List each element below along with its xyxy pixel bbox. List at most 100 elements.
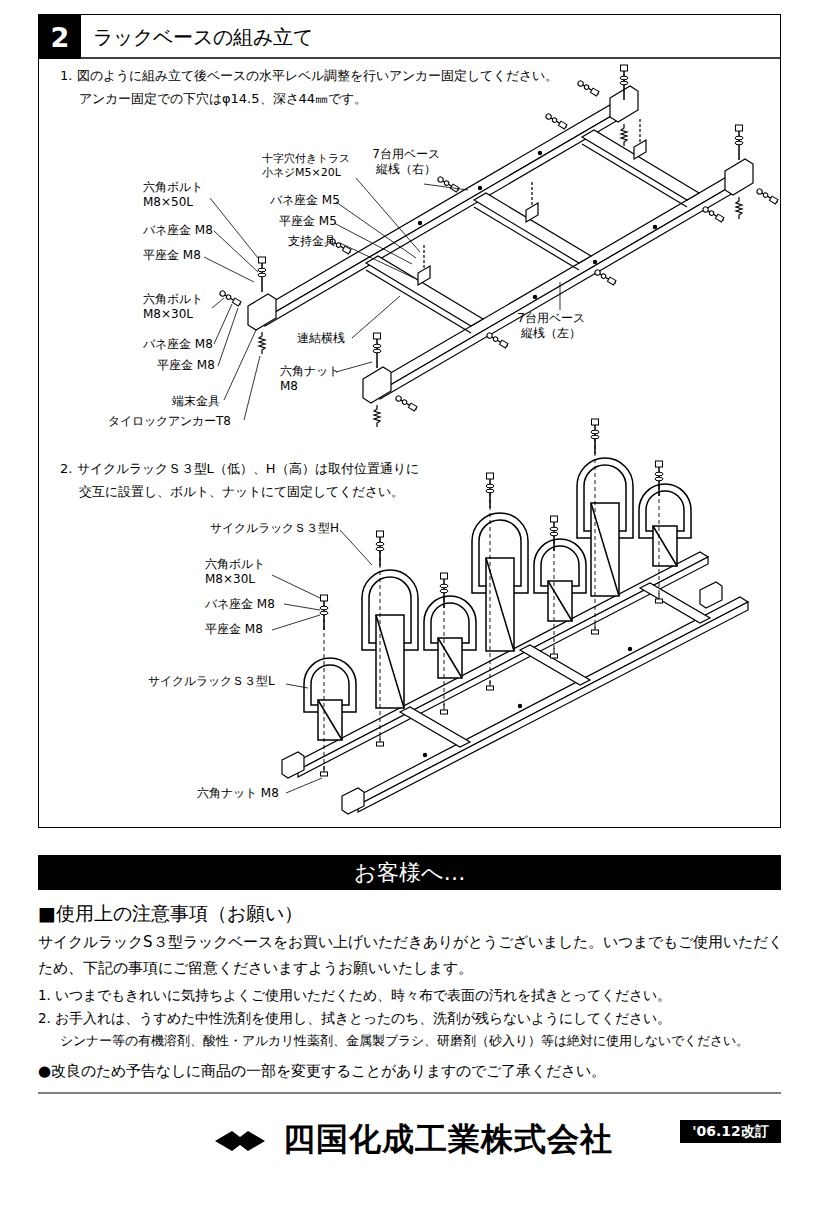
drawing-part	[486, 332, 509, 349]
part-label: 六角ナット M8	[197, 786, 279, 801]
drawing-part	[395, 395, 418, 412]
drawing-part	[560, 282, 561, 310]
drawing-part	[370, 175, 740, 391]
part-label: 六角ボルト M8×50L	[143, 180, 208, 210]
notice-text: ●改良のため予告なしに商品の一部を変更することがありますのでご了承ください。	[38, 1062, 606, 1081]
part-label: 7台用ベース 縦桟（右）	[370, 147, 442, 177]
drawing-part	[592, 624, 599, 634]
part-label: バネ座金 M8	[205, 597, 275, 612]
drawing-part	[204, 257, 254, 282]
drawing-part	[440, 573, 448, 608]
part-label: バネ座金 M8	[143, 223, 213, 238]
drawing-part	[438, 638, 462, 678]
drawing-part	[486, 473, 494, 508]
drawing-part	[595, 438, 596, 628]
cycle-racks	[304, 458, 691, 740]
footer-rule	[38, 1092, 781, 1093]
part-label: 十字穴付きトラス 小ネジM5×20L	[262, 152, 354, 180]
drawing-part	[702, 206, 725, 223]
part-label: 六角ボルト M8×30L	[205, 557, 270, 587]
drawing-part	[700, 582, 722, 608]
notes-paragraph: サイクルラックS３型ラックベースをお買い上げいただきありがとうございました。いつ…	[38, 929, 783, 981]
drawing-part	[265, 108, 625, 326]
drawing-part	[518, 704, 521, 707]
drawing-part	[380, 550, 381, 740]
drawing-part	[214, 231, 258, 272]
part-label: 支持金具	[288, 234, 336, 249]
drawing-part	[356, 178, 420, 252]
note-item: シンナー等の有機溶剤、酸性・アルカリ性薬剤、金属製ブラシ、研磨剤（砂入り）等は絶…	[60, 1033, 749, 1049]
part-label: 平座金 M8	[143, 248, 201, 263]
drawing-part	[210, 198, 258, 258]
drawing-part	[318, 700, 342, 740]
step-text: 1. 図のように組み立て後ベースの水平レベル調整を行いアンカー固定してください。	[60, 68, 558, 84]
drawing-part	[725, 159, 753, 195]
drawing-part	[756, 188, 779, 205]
drawing-part	[400, 707, 470, 747]
revision-badge-text: '06.12改訂	[692, 1123, 769, 1141]
drawing-part	[218, 308, 238, 366]
leader-lines-fig2	[272, 530, 372, 793]
drawing-part	[538, 151, 541, 154]
part-label: 六角ナット M8	[280, 364, 345, 394]
drawing-part	[334, 223, 412, 264]
note-item: 2. お手入れは、うすめた中性洗剤を使用し、拭きとったのち、洗剤が残らないように…	[38, 1010, 671, 1027]
drawing-part	[258, 257, 266, 292]
drawing-part	[634, 140, 646, 159]
drawing-part	[272, 575, 320, 598]
drawing-part	[424, 184, 468, 190]
drawing-part	[620, 65, 628, 100]
drawing-part	[272, 615, 320, 630]
drawing-part	[224, 330, 256, 400]
drawing-part	[545, 113, 568, 130]
drawing-part	[418, 221, 421, 224]
drawing-part	[628, 647, 631, 650]
drawing-part	[487, 680, 494, 690]
drawing-part	[318, 700, 342, 740]
part-label: 六角ボルト M8×30L	[143, 292, 208, 322]
drawing-part	[548, 581, 572, 621]
drawing-part	[646, 491, 684, 531]
drawing-part	[735, 125, 743, 160]
drawing-part	[550, 516, 558, 551]
drawing-part	[418, 266, 430, 285]
drawing-part	[214, 304, 232, 344]
note-item: 1. いつまでもきれいに気持ちよくご使用いただくため、時々布で表面の汚れを拭きと…	[38, 987, 671, 1004]
drawing-part	[423, 245, 424, 268]
drawing-part	[577, 80, 600, 97]
part-label: バネ座金 M8	[143, 337, 213, 352]
fasteners-fig1	[219, 65, 779, 427]
drawing-part	[248, 294, 276, 330]
drawing-part	[363, 367, 391, 403]
part-label: 連結横桟	[297, 331, 345, 346]
drawing-part	[340, 530, 372, 565]
base-figure	[248, 86, 753, 403]
company-mark	[215, 1131, 265, 1151]
drawing-part	[244, 356, 260, 420]
drawing-part	[591, 419, 599, 454]
drawing-part	[374, 405, 380, 427]
drawing-part	[551, 648, 558, 658]
drawing-part	[324, 612, 325, 770]
drawing-part	[438, 638, 462, 678]
drawing-part	[541, 546, 579, 586]
part-label: サイクルラックＳ３型H	[210, 521, 339, 536]
drawing-part	[639, 119, 640, 142]
drawing-part	[653, 225, 656, 228]
drawing-part	[259, 332, 265, 354]
revision-badge: '06.12改訂	[680, 1120, 781, 1143]
part-label: タイロックアンカーT8	[108, 414, 231, 429]
drawing-part	[656, 593, 663, 603]
drawing-part	[548, 581, 572, 621]
drawing-part	[531, 182, 532, 205]
customer-band: お客様へ…	[38, 855, 781, 890]
drawing-part	[437, 176, 460, 193]
drawing-part	[286, 778, 322, 793]
step-text: 2. サイクルラックＳ３型L（低）、H（高）は取付位置通りに	[60, 461, 419, 477]
part-label: 7台用ベース 縦桟（左）	[515, 311, 587, 341]
part-label: 平座金 M8	[157, 358, 215, 373]
drawing-part	[526, 203, 538, 222]
drawing-part	[219, 290, 242, 307]
drawing-part	[533, 295, 536, 298]
section-number-text: 2	[51, 22, 70, 53]
